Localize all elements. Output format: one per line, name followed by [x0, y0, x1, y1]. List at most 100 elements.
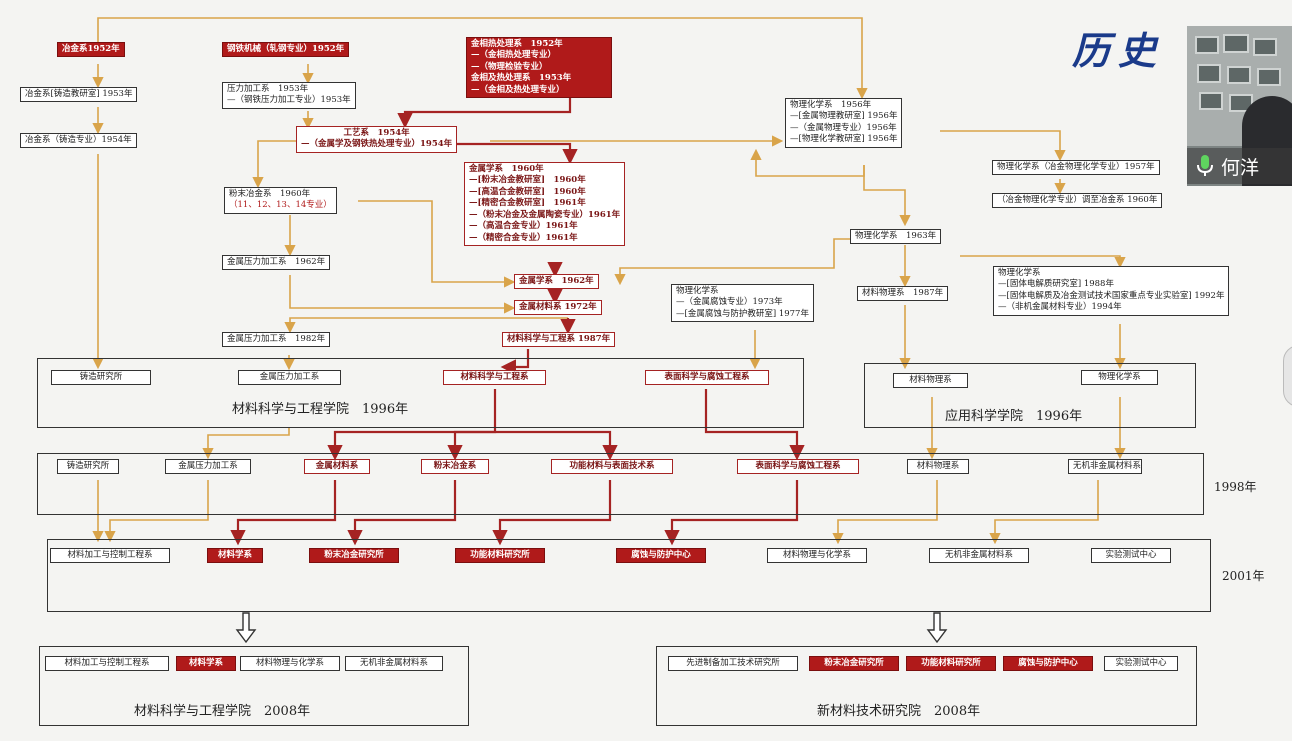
- node-line: 冶金系（铸造专业）1954年: [25, 135, 132, 145]
- node-line: —（钢铁压力加工专业）1953年: [227, 95, 351, 106]
- node-1998-biaomian: 表面科学与腐蚀工程系: [737, 459, 859, 475]
- node-line: 金属压力加工系 1962年: [227, 257, 326, 267]
- node-yejin-1952: 冶金系1952年: [57, 42, 125, 58]
- node-line: 压力加工系 1953年: [227, 84, 309, 94]
- node-2001-fushi: 腐蚀与防护中心: [616, 548, 706, 564]
- node-jinshucailiao-1972: 金属材料系 1972年: [514, 300, 602, 316]
- node-cailiaowuli-1987: 材料物理系 1987年: [857, 286, 949, 302]
- group-1998: [37, 453, 1204, 515]
- node-line: —（高温合金专业）1961年: [469, 221, 578, 232]
- node-yejin-1954: 冶金系（铸造专业）1954年: [20, 133, 137, 149]
- node-line: 冶金系1952年: [62, 44, 120, 54]
- node-line: 物理化学系 1963年: [855, 231, 937, 241]
- participant-name: 何洋: [1221, 157, 1260, 179]
- node-jinxiang-1952: 金相热处理系 1952年 —（金相热处理专业） —（物理检验专业） 金相及热处理…: [466, 37, 612, 99]
- node-jinshuyali-1962: 金属压力加工系 1962年: [222, 255, 331, 271]
- node-line: —（金属学及钢铁热处理专业）1954年: [301, 139, 453, 150]
- node-1996-biaomian: 表面科学与腐蚀工程系: [645, 370, 769, 386]
- node-line: —（金相热处理专业）: [471, 50, 557, 61]
- node-line: 金属学系 1962年: [519, 276, 594, 286]
- group-1996-materials-label: 材料科学与工程学院 1996年: [232, 402, 409, 417]
- node-yejin-1953: 冶金系[铸造教研室] 1953年: [20, 87, 138, 103]
- node-wuhua-1957: 物理化学系（冶金物理化学专业）1957年: [992, 160, 1160, 176]
- node-line: —[精密合金教研室] 1961年: [469, 198, 586, 209]
- node-1998-jinshu: 金属材料系: [304, 459, 370, 475]
- node-line: （11、12、13、14专业）: [229, 200, 332, 211]
- node-2008b-shiyan: 实验测试中心: [1104, 656, 1178, 672]
- node-line: —[粉末冶金教研室] 1960年: [469, 175, 586, 186]
- node-line: —（金属腐蚀专业）1973年: [676, 297, 783, 308]
- node-line: 物理化学系（冶金物理化学专业）1957年: [997, 162, 1155, 172]
- node-line: —（物理检验专业）: [471, 61, 548, 72]
- group-1996-materials: [37, 358, 804, 428]
- node-gongyi-1954: 工艺系 1954年 —（金属学及钢铁热处理专业）1954年: [296, 126, 458, 153]
- node-line: 粉末冶金系 1960年: [229, 189, 311, 199]
- node-line: 金属学系 1960年: [469, 164, 544, 174]
- node-2008a-cailiaoxue: 材料学系: [176, 656, 236, 672]
- node-2001-wulihuaxue: 材料物理与化学系: [767, 548, 867, 564]
- node-2008b-gongneng: 功能材料研究所: [906, 656, 996, 672]
- node-fenmo-1960: 粉末冶金系 1960年 （11、12、13、14专业）: [224, 187, 337, 214]
- node-line: 金属材料系 1972年: [519, 302, 597, 312]
- group-1996-applied: [864, 363, 1196, 428]
- node-line: 金相热处理系 1952年: [471, 39, 563, 49]
- node-line: —[固体电解质研究室] 1988年: [998, 279, 1114, 290]
- node-2008a-wuji: 无机非金属材料系: [345, 656, 443, 672]
- node-1996-wuhua: 物理化学系: [1081, 370, 1158, 386]
- node-line: （冶金物理化学专业）调至冶金系 1960年: [997, 195, 1158, 205]
- participant-name-bar: 何洋: [1187, 148, 1292, 184]
- node-line: —[高温合金教研室] 1960年: [469, 186, 586, 197]
- node-line: —（粉末冶金及金属陶瓷专业）1961年: [469, 209, 621, 220]
- node-line: —（金属物理专业）1956年: [790, 122, 897, 133]
- group-2008-newtech-label: 新材料技术研究院 2008年: [817, 704, 981, 719]
- node-wuhua-1963: 物理化学系 1963年: [850, 229, 942, 245]
- node-line: 物理化学系: [998, 268, 1041, 278]
- group-2008-materials-label: 材料科学与工程学院 2008年: [134, 704, 311, 719]
- node-line: —[物理化学教研室] 1956年: [790, 134, 898, 145]
- year-1998-label: 1998年: [1214, 480, 1257, 494]
- node-2008b-xianjin: 先进制备加工技术研究所: [668, 656, 798, 672]
- node-1998-fenmo: 粉末冶金系: [421, 459, 489, 475]
- node-line: —（非机金属材料专业）1994年: [998, 302, 1122, 313]
- node-1996-cailiaowuli: 材料物理系: [893, 373, 968, 389]
- node-line: 材料科学与工程系 1987年: [507, 334, 611, 344]
- side-panel-handle[interactable]: [1283, 345, 1292, 407]
- node-line: 冶金系[铸造教研室] 1953年: [25, 89, 133, 99]
- node-2008a-wulihuaxue: 材料物理与化学系: [240, 656, 340, 672]
- node-2008b-fenmo: 粉末冶金研究所: [809, 656, 899, 672]
- node-1998-gongneng: 功能材料与表面技术系: [551, 459, 673, 475]
- node-2001-jiagong: 材料加工与控制工程系: [50, 548, 170, 564]
- node-line: —[金属物理教研室] 1956年: [790, 111, 898, 122]
- node-2001-shiyan: 实验测试中心: [1091, 548, 1171, 564]
- node-1998-zhuzao: 铸造研究所: [57, 459, 119, 475]
- page-title: 历史: [1072, 28, 1165, 73]
- node-2001-fenmo: 粉末冶金研究所: [309, 548, 399, 564]
- node-yejinwuhua-1960: （冶金物理化学专业）调至冶金系 1960年: [992, 193, 1163, 209]
- node-wuhua-1988: 物理化学系 —[固体电解质研究室] 1988年 —[固体电解质及冶金测试技术国家…: [993, 266, 1230, 316]
- node-jinshuyali-1982: 金属压力加工系 1982年: [222, 332, 331, 348]
- node-yalijiagong-1953: 压力加工系 1953年 —（钢铁压力加工专业）1953年: [222, 82, 356, 109]
- node-2008a-jiagong: 材料加工与控制工程系: [45, 656, 169, 672]
- node-line: 材料物理系 1987年: [862, 288, 944, 298]
- group-2008-materials: [39, 646, 469, 726]
- node-line: 钢铁机械（轧钢专业）1952年: [227, 44, 345, 54]
- microphone-icon: [1197, 155, 1213, 176]
- node-jinshuxue-1960: 金属学系 1960年 —[粉末冶金教研室] 1960年 —[高温合金教研室] 1…: [464, 162, 626, 247]
- node-wuhua-1956: 物理化学系 1956年 —[金属物理教研室] 1956年 —（金属物理专业）19…: [785, 98, 903, 148]
- node-1998-wuji: 无机非金属材料系: [1068, 459, 1142, 475]
- node-line: —[金属腐蚀与防护教研室] 1977年: [676, 308, 809, 319]
- participant-video[interactable]: [1187, 26, 1292, 186]
- node-gangtie-1952: 钢铁机械（轧钢专业）1952年: [222, 42, 350, 58]
- node-line: 金属压力加工系 1982年: [227, 334, 326, 344]
- node-line: 金相及热处理系 1953年: [471, 73, 572, 84]
- node-1996-yali: 金属压力加工系: [238, 370, 341, 386]
- node-line: —（金相及热处理专业）: [471, 84, 565, 95]
- group-1996-applied-label: 应用科学学院 1996年: [945, 409, 1083, 424]
- node-wuhua-1973: 物理化学系 —（金属腐蚀专业）1973年 —[金属腐蚀与防护教研室] 1977年: [671, 284, 814, 323]
- node-line: —（精密合金专业）1961年: [469, 232, 578, 243]
- node-2008b-fushi: 腐蚀与防护中心: [1003, 656, 1093, 672]
- node-cailiaokx-1987: 材料科学与工程系 1987年: [502, 332, 616, 348]
- node-1996-zhuzao: 铸造研究所: [51, 370, 151, 386]
- node-line: —[固体电解质及冶金测试技术国家重点专业实验室] 1992年: [998, 290, 1225, 301]
